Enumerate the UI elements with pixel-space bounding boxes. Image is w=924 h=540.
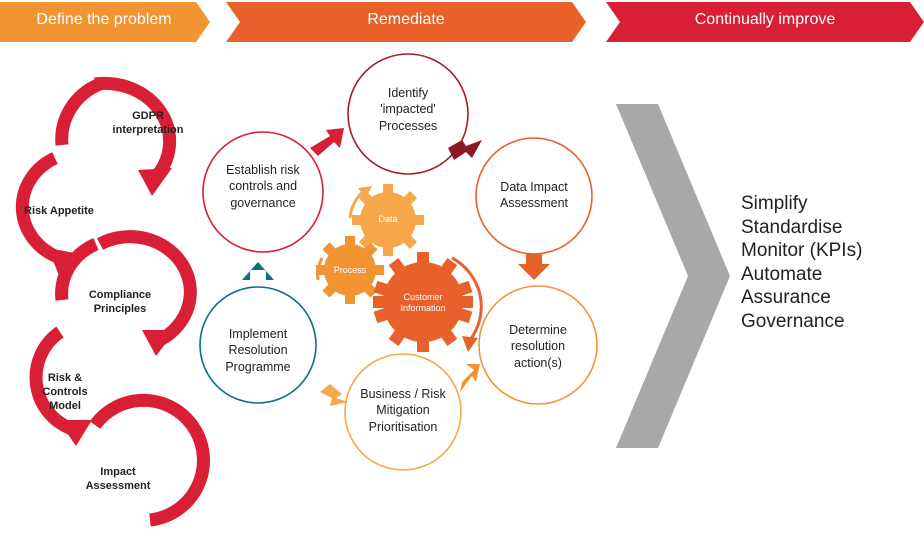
outcome-item: Assurance bbox=[741, 287, 831, 308]
phase-label-define: Define the problem bbox=[36, 11, 172, 28]
phase-chevron-define bbox=[0, 1, 210, 42]
step-implement: Implement Resolution Programme bbox=[225, 327, 291, 374]
phase-label-remediate: Remediate bbox=[367, 11, 445, 28]
curve-arrow-5 bbox=[89, 393, 210, 527]
improve-outcomes: Simplify Standardise Monitor (KPIs) Auto… bbox=[741, 192, 862, 333]
chevron-icon bbox=[616, 104, 730, 448]
step-determine: Determine resolution action(s) bbox=[509, 323, 567, 370]
arrow-icon bbox=[460, 364, 480, 392]
step-business: Business / Risk Mitigation Prioritisatio… bbox=[360, 387, 446, 434]
phase-chevron-improve bbox=[606, 2, 924, 42]
outcome-item: Simplify bbox=[741, 193, 808, 214]
curve-arrow-3b bbox=[55, 238, 99, 301]
arrow-icon bbox=[58, 420, 92, 446]
phase-chevron-remediate bbox=[226, 2, 586, 42]
arrow-icon bbox=[448, 140, 482, 160]
circle-identify bbox=[347, 53, 469, 175]
gear-icon-data bbox=[352, 184, 424, 256]
step-identify: Identify 'impacted' Processes bbox=[378, 86, 438, 133]
curve-arrow-1 bbox=[94, 76, 177, 183]
step-data-impact: Data Impact Assessment bbox=[499, 180, 569, 211]
phase-label-improve: Continually improve bbox=[694, 11, 836, 28]
gear-icon-process bbox=[316, 236, 384, 304]
define-step-gdpr: GDPR interpretation bbox=[112, 110, 184, 136]
outcome-item: Standardise bbox=[741, 216, 843, 238]
curve-arrow-1b bbox=[55, 77, 103, 146]
outcome-item: Automate bbox=[741, 263, 823, 285]
define-step-risk-appetite: Risk Appetite bbox=[24, 205, 94, 217]
arrow-icon bbox=[138, 168, 172, 196]
define-step-impact: Impact Assessment bbox=[85, 466, 151, 492]
gear-label-process: Process bbox=[333, 265, 367, 275]
curve-arrow-2 bbox=[15, 152, 63, 265]
arrow-icon bbox=[142, 330, 176, 356]
outcome-item: Monitor (KPIs) bbox=[741, 240, 863, 261]
define-arrows bbox=[15, 76, 210, 527]
define-step-risk-controls: Risk & Controls Model bbox=[42, 372, 88, 412]
circle-establish bbox=[202, 131, 324, 253]
arrow-icon bbox=[518, 254, 550, 280]
circle-determine bbox=[478, 285, 598, 405]
step-establish: Establish risk controls and governance bbox=[226, 163, 300, 210]
curve-arrow-3 bbox=[96, 230, 197, 346]
gears bbox=[316, 184, 483, 352]
define-step-compliance: Compliance Principles bbox=[88, 289, 152, 315]
cycle-arrows bbox=[242, 128, 550, 406]
define-arrowheads bbox=[48, 168, 176, 446]
arrow-icon bbox=[320, 384, 348, 406]
outcome-item: Governance bbox=[741, 310, 845, 332]
arrow-icon bbox=[310, 128, 344, 156]
circle-implement bbox=[199, 286, 317, 404]
arrow-icon bbox=[48, 248, 80, 278]
gear-icon-customer bbox=[373, 252, 473, 352]
gear-label-customer: Customer Information bbox=[400, 292, 446, 313]
gear-label-data: Data bbox=[378, 214, 398, 224]
remediate-circles bbox=[199, 53, 598, 471]
circle-business bbox=[344, 353, 462, 471]
arrow-icon bbox=[242, 262, 274, 280]
